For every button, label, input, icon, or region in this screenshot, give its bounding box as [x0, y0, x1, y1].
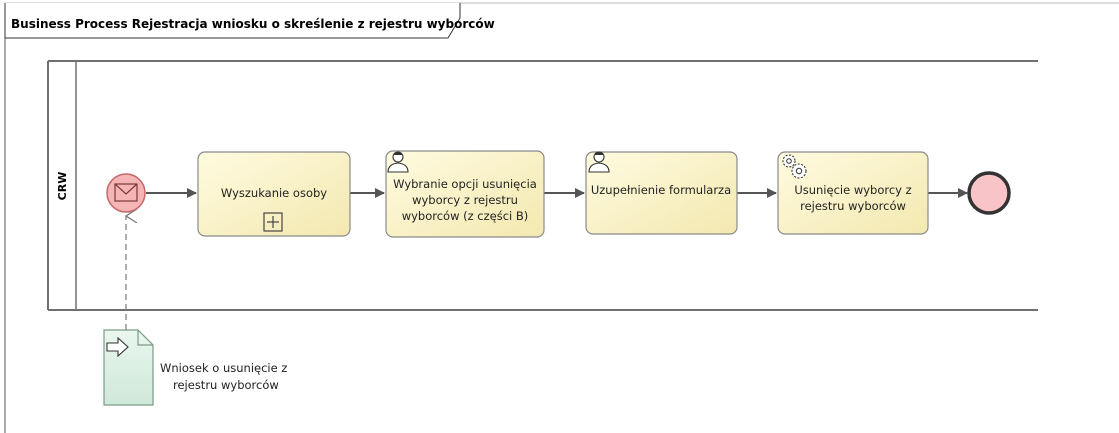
task-label-line: Uzupełnienie formularza	[591, 183, 731, 197]
task-wybranie-opcji[interactable]: Wybranie opcji usunięcia wyborcy z rejes…	[385, 150, 545, 238]
user-icon	[387, 151, 409, 173]
subprocess-plus-icon[interactable]	[263, 212, 283, 232]
pool-lane[interactable]: CRW	[47, 60, 1038, 311]
data-object-label-line: rejestru wyborców	[173, 378, 279, 392]
lane-label: CRW	[56, 172, 69, 201]
task-label-line: rejestru wyborców	[800, 199, 906, 213]
data-object-label-line: Wniosek o usunięcie z	[160, 361, 287, 375]
data-object-wniosek[interactable]: Wniosek o usunięcie z rejestru wyborców	[103, 329, 287, 406]
diagram-frame: Business Process Rejestracja wniosku o s…	[4, 2, 1119, 433]
task-label-line: wyborcy z rejestru	[412, 193, 518, 207]
task-label-line: Wybranie opcji usunięcia	[393, 177, 537, 191]
task-label-line: Wyszukanie osoby	[221, 186, 327, 200]
task-label-line: wyborców (z części B)	[402, 209, 529, 223]
task-usuniecie-wyborcy[interactable]: Usunięcie wyborcy z rejestru wyborców	[777, 151, 929, 235]
user-icon	[588, 151, 610, 173]
start-message-event[interactable]	[106, 173, 146, 213]
task-wyszukanie-osoby[interactable]: Wyszukanie osoby	[197, 151, 351, 237]
frame-title-tab	[4, 3, 461, 39]
service-gears-icon	[782, 154, 807, 179]
input-arrow-icon	[106, 336, 129, 358]
task-uzupelnienie-formularza[interactable]: Uzupełnienie formularza	[585, 151, 738, 235]
frame-title: Business Process Rejestracja wniosku o s…	[11, 17, 495, 31]
envelope-icon	[114, 183, 138, 202]
end-event[interactable]	[967, 171, 1011, 215]
task-label-line: Usunięcie wyborcy z	[794, 183, 911, 197]
